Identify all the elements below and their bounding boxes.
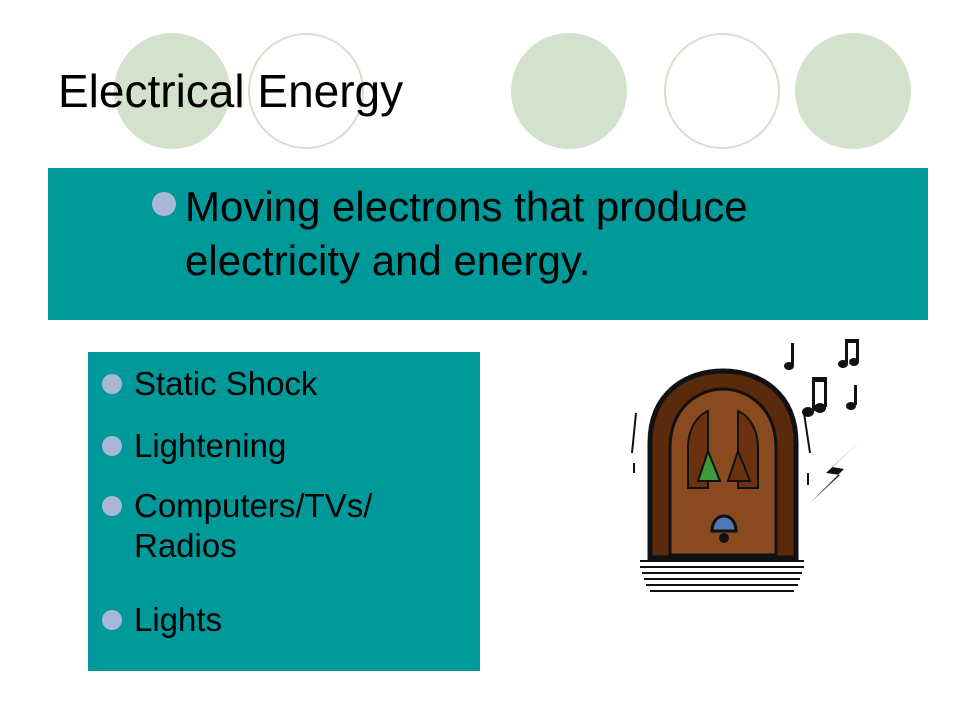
list-item-text: Static Shock <box>134 365 318 402</box>
list-item-text: Computers/TVs/ Radios <box>134 487 373 564</box>
decor-circle <box>248 33 364 149</box>
decor-circle <box>664 33 780 149</box>
decor-circle <box>511 33 627 149</box>
bullet-icon <box>102 610 122 630</box>
lightning-bolt-icon <box>810 441 860 503</box>
music-note-icon <box>784 339 859 417</box>
bullet-icon <box>102 436 122 456</box>
list-item-text: Lights <box>134 601 223 638</box>
bullet-icon <box>102 374 122 394</box>
examples-box: Static Shock Lightening Computers/TVs/ R… <box>88 352 480 671</box>
bullet-icon <box>102 496 122 516</box>
radio-clipart <box>631 339 860 592</box>
slide-title: Electrical Energy <box>58 65 404 117</box>
bullet-icon <box>152 192 176 216</box>
list-item-text: Lightening <box>134 427 287 464</box>
decor-circle <box>114 33 230 149</box>
definition-box <box>48 168 928 320</box>
definition-text: Moving electrons that produce electricit… <box>185 183 748 284</box>
decor-circle <box>795 33 911 149</box>
radio-body <box>631 368 811 592</box>
